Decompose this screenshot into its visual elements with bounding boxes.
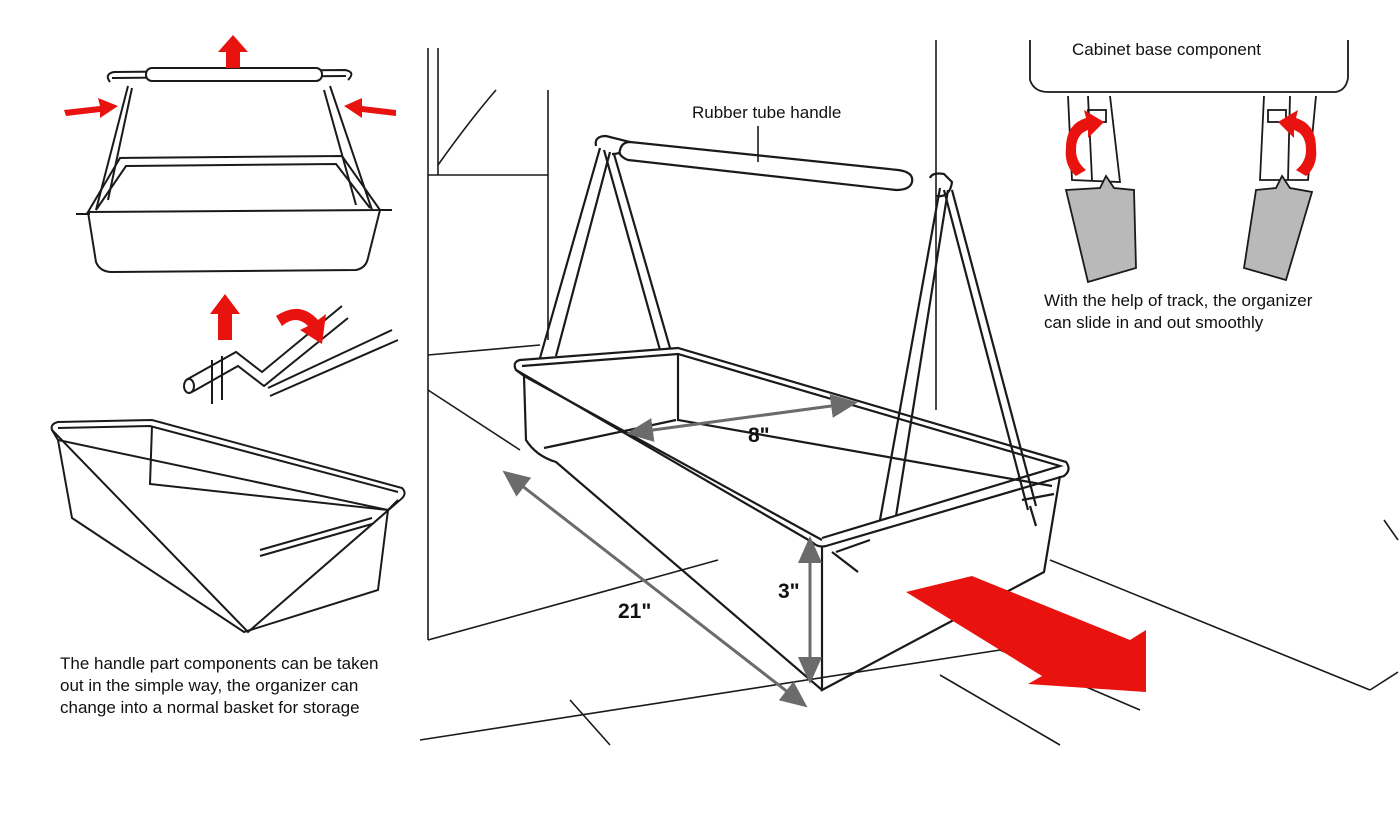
left-track — [1064, 174, 1137, 284]
height-dimension-label: 3" — [778, 580, 800, 603]
handle-caption-line-2: out in the simple way, the organizer can — [60, 676, 359, 695]
length-dimension-label: 21" — [618, 600, 652, 623]
track-rails — [1064, 174, 1314, 284]
handle-caption: The handle part components can be taken … — [60, 653, 379, 719]
pin-detail-illustration — [183, 305, 399, 404]
red-arrows-top — [64, 35, 396, 118]
slide-out-arrow-icon — [906, 576, 1146, 692]
up-arrow-icon — [218, 35, 248, 68]
right-track — [1242, 174, 1314, 282]
red-arrows-middle — [210, 294, 326, 344]
cabinet-base-label: Cabinet base component — [1072, 40, 1262, 59]
inward-arrow-left-icon — [64, 98, 118, 118]
width-dimension-line — [626, 394, 858, 442]
plain-basket-illustration — [50, 418, 406, 634]
track-caption: With the help of track, the organizer ca… — [1044, 290, 1312, 334]
rotate-arrow-icon — [276, 308, 326, 344]
inward-arrow-right-icon — [344, 98, 396, 118]
track-caption-line-2: can slide in and out smoothly — [1044, 313, 1264, 332]
up-arrow-small-icon — [210, 294, 240, 340]
track-caption-line-1: With the help of track, the organizer — [1044, 291, 1313, 310]
dimension-arrows — [502, 394, 858, 708]
rubber-tube-handle-label: Rubber tube handle — [692, 103, 842, 122]
width-dimension-label: 8" — [748, 424, 770, 447]
room-lines — [419, 40, 1399, 746]
handle-caption-line-1: The handle part components can be taken — [60, 654, 379, 673]
assembled-basket-illustration — [76, 67, 392, 274]
rotate-arrow-right-icon — [1278, 110, 1317, 176]
track-rotate-arrows — [1065, 110, 1317, 176]
handle-caption-line-3: change into a normal basket for storage — [60, 698, 360, 717]
handle-leader-line — [757, 126, 759, 162]
main-organizer-illustration — [513, 134, 1070, 692]
length-dimension-line — [502, 470, 808, 708]
rotate-arrow-left-icon — [1065, 110, 1104, 176]
